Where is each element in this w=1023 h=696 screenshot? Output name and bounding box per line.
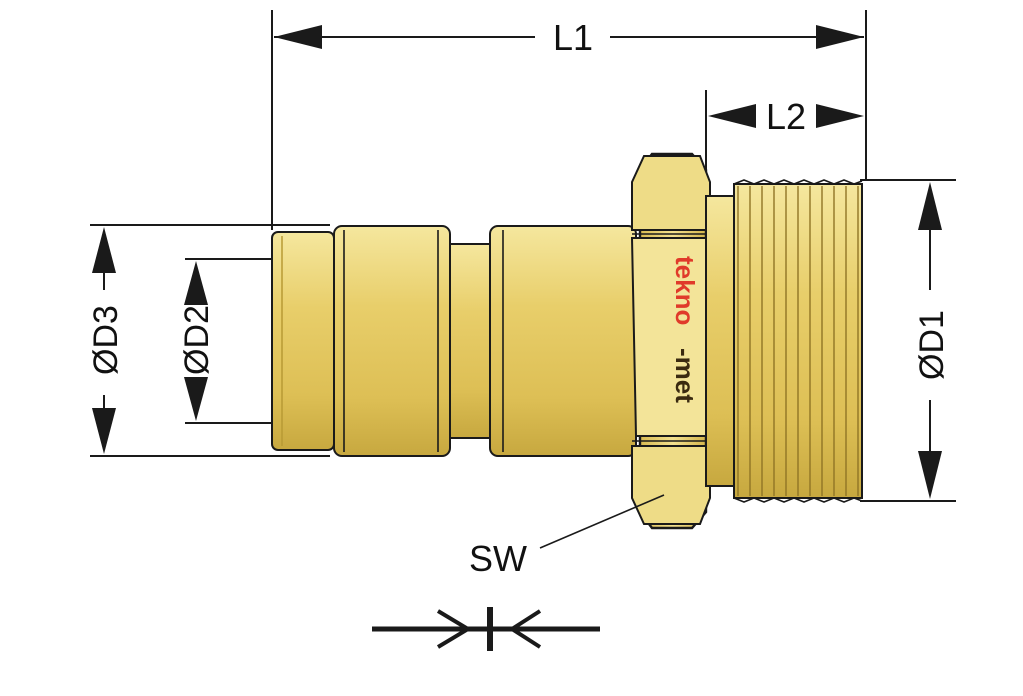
label-d1: ØD1 — [913, 310, 951, 380]
brand-logo-dark: -met — [670, 348, 700, 403]
label-d2: ØD2 — [178, 305, 216, 375]
threaded-end — [733, 179, 863, 503]
fitting-body: tekno -met — [271, 152, 863, 530]
label-sw: SW — [469, 538, 527, 579]
label-l1: L1 — [553, 17, 593, 58]
coupling-symbol-icon — [372, 607, 600, 651]
dimension-l2: L2 — [708, 96, 864, 137]
sw-leader-line — [539, 494, 665, 549]
dimension-d1: ØD1 — [860, 179, 956, 502]
body-band-front — [333, 225, 451, 457]
dimension-d2: ØD2 — [178, 258, 322, 424]
groove-neck — [449, 243, 491, 439]
label-l2: L2 — [766, 96, 806, 137]
dimension-l1: L1 — [274, 17, 864, 58]
hex-nut: tekno -met — [630, 152, 712, 530]
brand-logo-red: tekno — [670, 256, 700, 325]
thread-shoulder — [705, 195, 735, 487]
label-d3: ØD3 — [87, 305, 125, 375]
body-band-rear — [489, 225, 637, 457]
dimension-d3: ØD3 — [87, 224, 330, 457]
brand-logo: tekno -met — [670, 256, 700, 403]
